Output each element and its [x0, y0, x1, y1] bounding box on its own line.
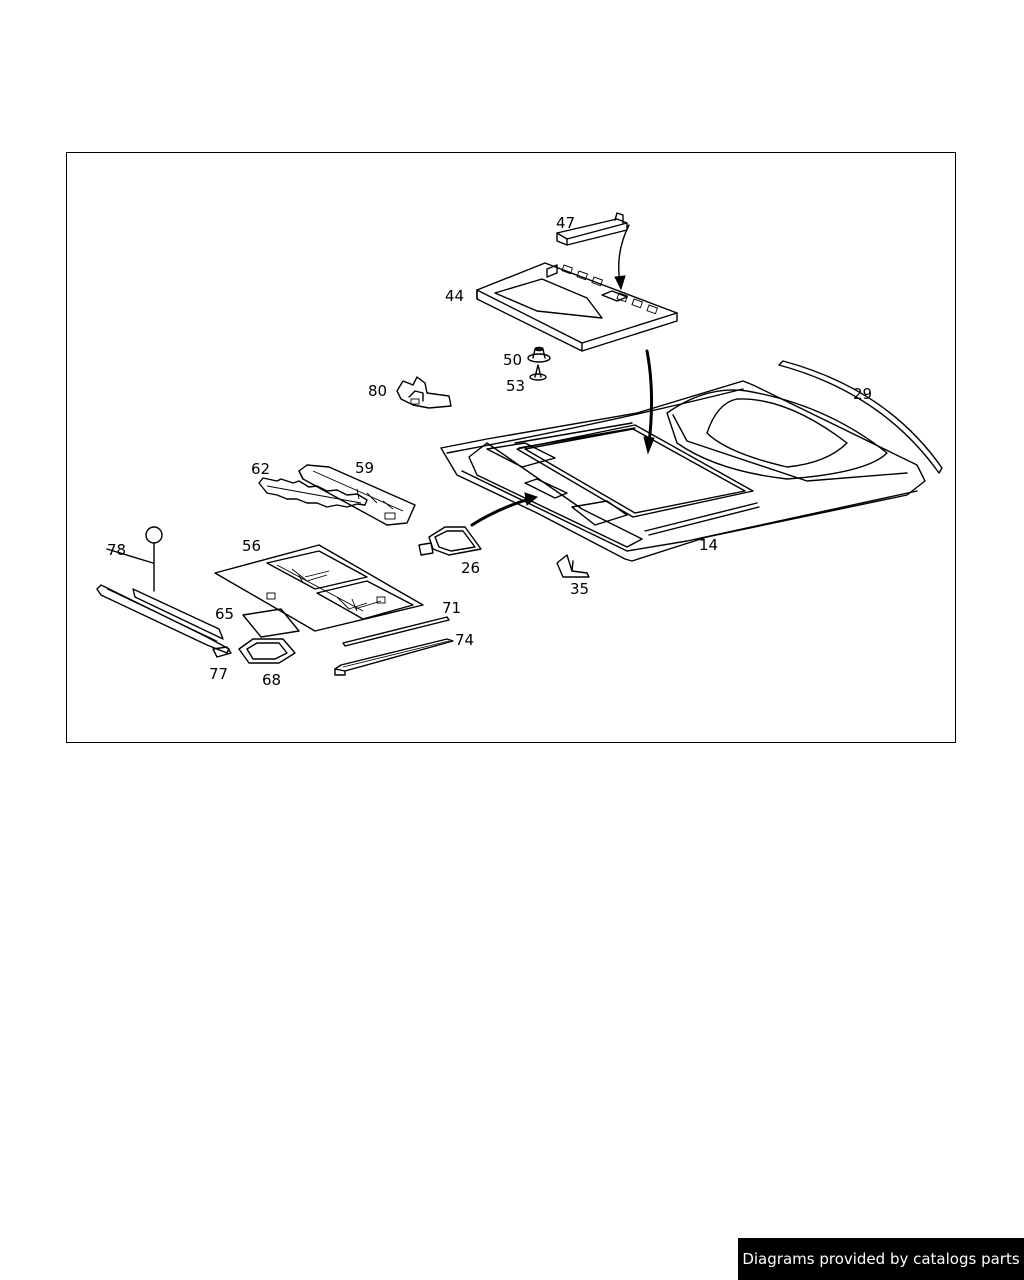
part-80-bracket: [396, 376, 452, 409]
callout-80: 80: [368, 382, 387, 400]
callout-71: 71: [442, 599, 461, 617]
part-77-side-rail: [96, 584, 232, 658]
arrow-47-to-44: [617, 224, 630, 284]
callout-47: 47: [556, 214, 575, 232]
callout-29: 29: [853, 385, 872, 403]
callout-53: 53: [506, 377, 525, 395]
callout-50: 50: [503, 351, 522, 369]
callout-35: 35: [570, 580, 589, 598]
callout-65: 65: [215, 605, 234, 623]
part-29-roof-strip: [778, 360, 943, 474]
part-65-plate: [242, 608, 300, 638]
arrow-44-to-roof: [645, 349, 654, 445]
part-59-upper-panel: [298, 464, 416, 526]
callout-78: 78: [107, 541, 126, 559]
callout-14: 14: [699, 536, 718, 554]
part-71-thin-strip: [342, 616, 450, 647]
part-74-seal-strip: [334, 638, 454, 676]
arrow-26-to-roof: [470, 497, 531, 527]
part-50-clip: [527, 346, 551, 363]
parts-diagram-frame: 47 44 50 53 80 29 62 59 56 78 26 14 35 6…: [66, 152, 956, 743]
callout-56: 56: [242, 537, 261, 555]
part-53-screw: [529, 364, 547, 381]
callout-44: 44: [445, 287, 464, 305]
diagram-credit-badge: Diagrams provided by catalogs parts: [738, 1238, 1024, 1280]
part-68-frame-cap: [238, 638, 296, 664]
callout-62: 62: [251, 460, 270, 478]
part-35-bracket: [556, 554, 590, 578]
part-14-roof: [440, 380, 926, 562]
callout-77: 77: [209, 665, 228, 683]
part-78-guide-rail: [106, 526, 224, 640]
callout-68: 68: [262, 671, 281, 689]
exploded-roof-diagram: 47 44 50 53 80 29 62 59 56 78 26 14 35 6…: [96, 212, 943, 689]
callout-59: 59: [355, 459, 374, 477]
part-44-sunroof-frame: [476, 262, 678, 352]
callout-74: 74: [455, 631, 474, 649]
part-62-mounting-strip: [258, 477, 368, 508]
callout-26: 26: [461, 559, 480, 577]
part-56-headliner: [214, 544, 424, 632]
part-26-cover: [418, 526, 482, 556]
